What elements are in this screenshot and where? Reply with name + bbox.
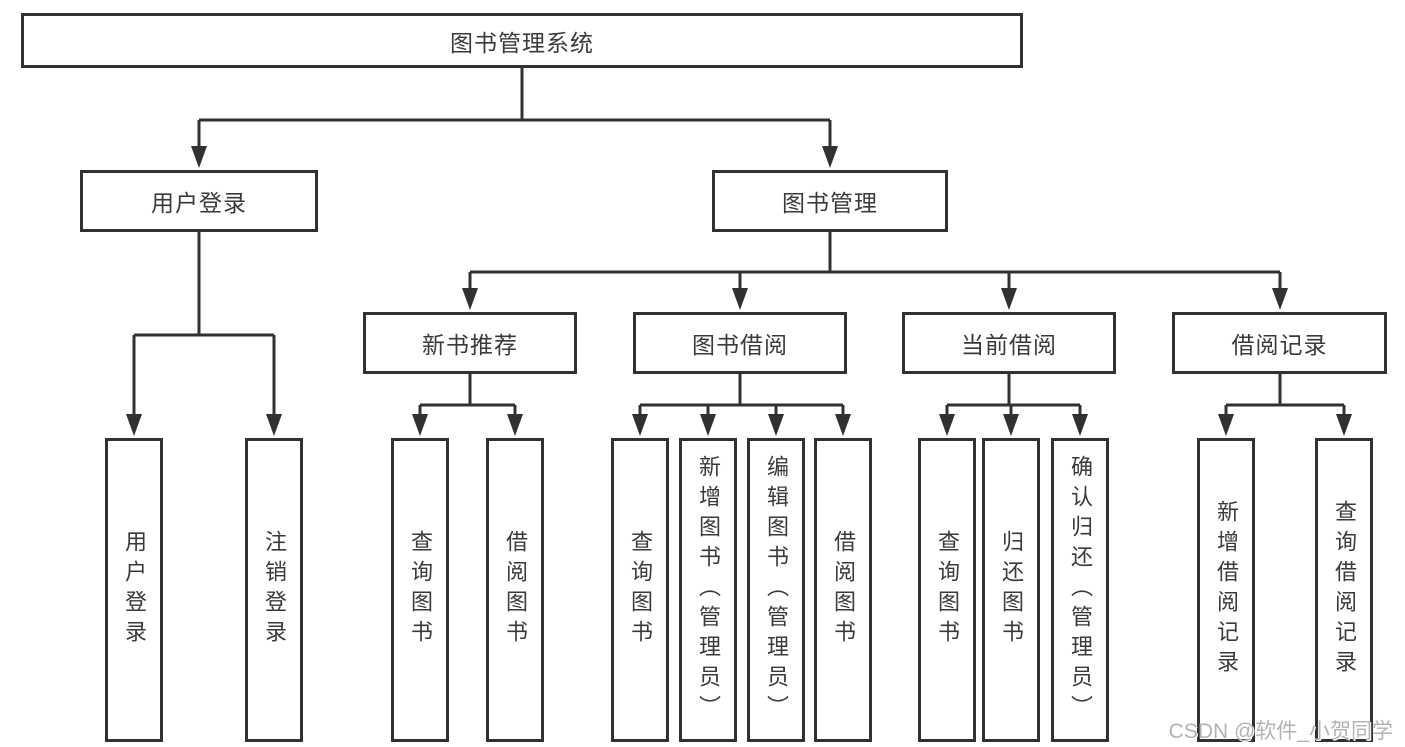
leaf-confirm-return-admin: 确认归还（管理员）	[1051, 438, 1109, 742]
node-book-borrowing-label: 图书借阅	[692, 332, 788, 358]
csdn-watermark: CSDN @软件_小贺同学	[1168, 720, 1393, 743]
leaf-add-borrow-record: 新增借阅记录	[1197, 438, 1255, 742]
leaf-user-login: 用户登录	[105, 438, 163, 742]
leaf-return-books: 归还图书	[982, 438, 1040, 742]
leaf-confirm-return-admin-label: 确认归还（管理员）	[1068, 455, 1093, 725]
node-current-borrowing-label: 当前借阅	[961, 332, 1057, 358]
leaf-query-books-borrowing: 查询图书	[611, 438, 669, 742]
leaf-edit-books-admin: 编辑图书（管理员）	[747, 438, 805, 742]
leaf-borrow-books-recommend-label: 借阅图书	[503, 530, 528, 650]
leaf-add-borrow-record-label: 新增借阅记录	[1214, 500, 1239, 680]
node-user-login: 用户登录	[80, 170, 318, 232]
leaf-query-books-current: 查询图书	[918, 438, 976, 742]
node-book-management: 图书管理	[712, 170, 948, 232]
leaf-logout-login: 注销登录	[245, 438, 303, 742]
leaf-add-books-admin: 新增图书（管理员）	[679, 438, 737, 742]
leaf-user-login-label: 用户登录	[122, 530, 147, 650]
node-user-login-label: 用户登录	[151, 190, 247, 216]
leaf-query-borrow-record: 查询借阅记录	[1315, 438, 1373, 742]
node-new-book-recommend: 新书推荐	[363, 312, 577, 374]
leaf-query-borrow-record-label: 查询借阅记录	[1332, 500, 1357, 680]
leaf-query-books-current-label: 查询图书	[935, 530, 960, 650]
leaf-query-books-borrowing-label: 查询图书	[628, 530, 653, 650]
leaf-query-books-recommend-label: 查询图书	[408, 530, 433, 650]
node-borrowing-records: 借阅记录	[1172, 312, 1387, 374]
node-root-system: 图书管理系统	[21, 13, 1023, 68]
node-new-book-recommend-label: 新书推荐	[422, 332, 518, 358]
leaf-query-books-recommend: 查询图书	[391, 438, 449, 742]
node-borrowing-records-label: 借阅记录	[1231, 332, 1328, 358]
node-current-borrowing: 当前借阅	[902, 312, 1116, 374]
leaf-logout-login-label: 注销登录	[262, 530, 287, 650]
leaf-borrow-books-recommend: 借阅图书	[486, 438, 544, 742]
node-root-system-label: 图书管理系统	[450, 29, 594, 56]
leaf-borrow-books-borrowing-label: 借阅图书	[831, 530, 856, 650]
leaf-return-books-label: 归还图书	[999, 530, 1024, 650]
leaf-add-books-admin-label: 新增图书（管理员）	[696, 455, 721, 725]
node-book-borrowing: 图书借阅	[633, 312, 847, 374]
leaf-borrow-books-borrowing: 借阅图书	[814, 438, 872, 742]
leaf-edit-books-admin-label: 编辑图书（管理员）	[764, 455, 789, 725]
node-book-management-label: 图书管理	[782, 190, 878, 216]
